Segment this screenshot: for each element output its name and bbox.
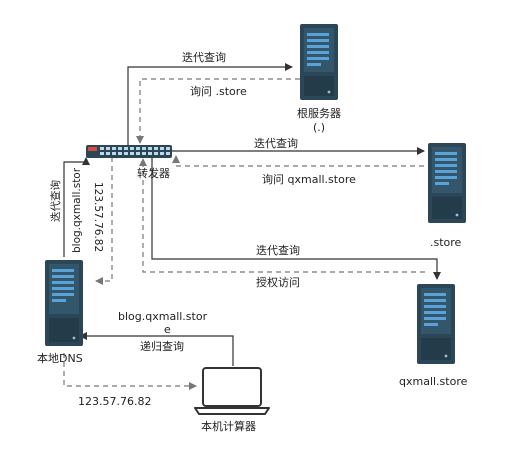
to-qxmall-query-label: 迭代查询 xyxy=(256,243,300,257)
to-root-query-label: 迭代查询 xyxy=(182,50,226,64)
qxmall-server-label: qxmall.store xyxy=(399,375,468,388)
switch-label: 转发器 xyxy=(137,166,170,180)
local-dns-label: 本地DNS xyxy=(37,351,83,365)
store-to-switch-reply-line xyxy=(172,155,424,167)
from-qxmall-reply-label: 授权访问 xyxy=(256,275,300,289)
root-server-icon xyxy=(300,24,338,100)
qxmall-server-icon xyxy=(417,284,455,364)
laptop-to-dns-query-line xyxy=(79,332,234,366)
dns-to-laptop-ip-label: 123.57.76.82 xyxy=(78,395,151,408)
laptop-to-dns-query-label: 递归查询 xyxy=(140,339,184,353)
root-to-switch-reply-line xyxy=(136,78,300,144)
to-store-query-label: 迭代查询 xyxy=(254,136,298,150)
from-store-reply-label: 询问 qxmall.store xyxy=(262,173,356,186)
switch-to-dns-ip-label: 123.57.76.82 xyxy=(92,182,104,252)
root-server-sublabel: (.) xyxy=(313,121,325,134)
laptop-label: 本机计算器 xyxy=(201,419,256,433)
laptop-icon xyxy=(194,367,270,415)
laptop-to-dns-domain-label-cont: e xyxy=(164,323,171,336)
switch-icon xyxy=(86,145,172,158)
store-server-label: .store xyxy=(430,236,462,249)
root-server-label: 根服务器 xyxy=(297,106,341,120)
dns-to-switch-query-line xyxy=(63,157,90,257)
from-root-reply-label: 询问 .store xyxy=(190,85,247,98)
dns-to-switch-query-label: 迭代查询 xyxy=(49,180,62,222)
laptop-to-dns-domain-label: blog.qxmall.stor xyxy=(118,310,208,323)
dns-to-switch-domain-label: blog.qxmall.stor xyxy=(71,167,83,253)
qxmall-to-switch-reply-line xyxy=(139,158,425,273)
switch-to-root-query-line xyxy=(127,63,293,146)
dns-to-laptop-reply-line xyxy=(63,353,197,390)
local-dns-server-icon xyxy=(45,260,83,346)
switch-to-qxmall-query-line xyxy=(151,157,441,280)
store-server-icon xyxy=(428,143,466,223)
